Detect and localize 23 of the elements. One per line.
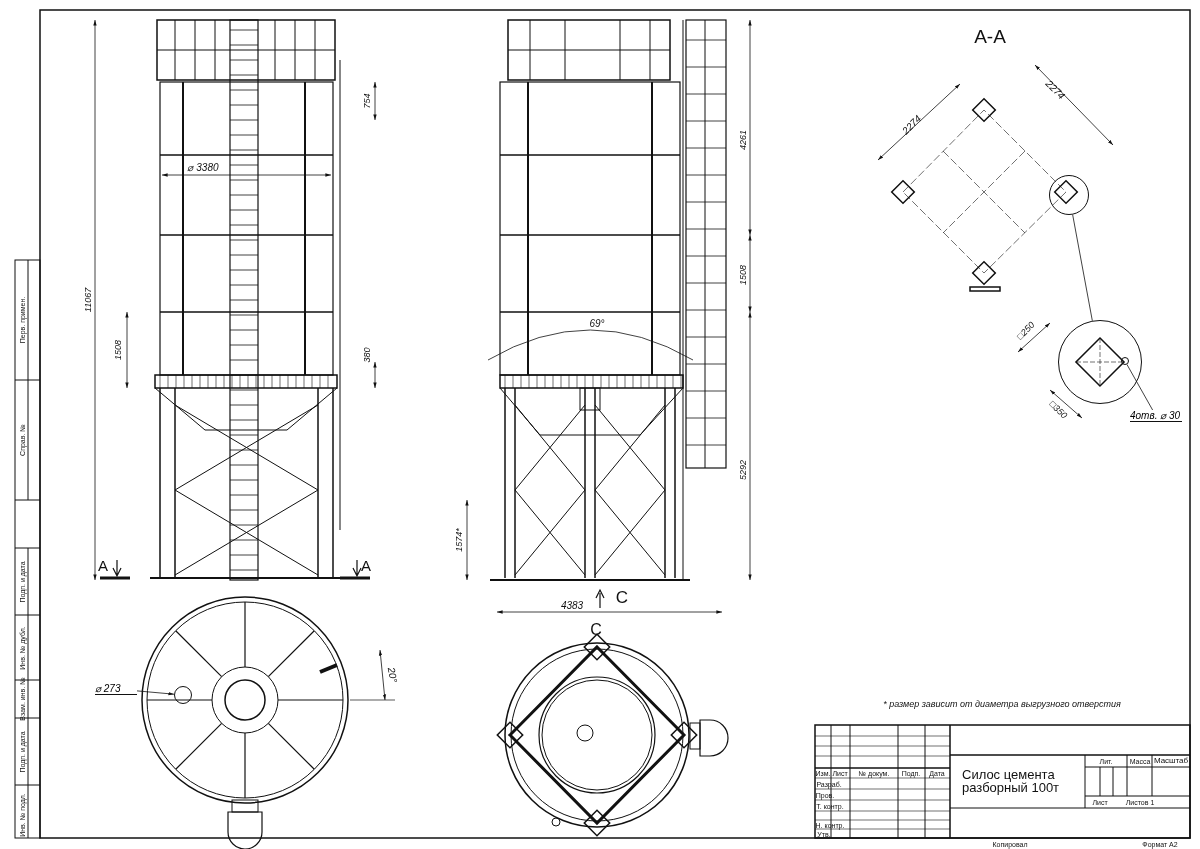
leader-text: ⌀ 273	[95, 683, 137, 695]
section-mark: A	[98, 557, 108, 573]
dimension-label: 1508	[738, 265, 748, 285]
dimension-label: 1574*	[454, 528, 464, 552]
dimension-label: 20°	[385, 666, 399, 684]
dimension-label: 69°	[589, 319, 605, 329]
dimension-label: 4383	[560, 601, 584, 611]
view-title: A-A	[974, 26, 1006, 46]
dimension-label: 380	[362, 347, 372, 363]
dimension-label: 754	[362, 93, 372, 109]
leader-text: 4отв. ⌀ 30	[1130, 410, 1182, 422]
dimension-label: ⌀ 3380	[187, 163, 219, 173]
connector-line	[1126, 364, 1153, 411]
dimension-label: 5292	[738, 460, 748, 480]
table-header: Масштаб	[1153, 757, 1189, 765]
dimension-label: 11067	[83, 287, 93, 313]
section-mark: A	[361, 557, 371, 573]
footnote-text: * размер зависит от диаметра выгрузного отверстия	[883, 699, 1121, 709]
dimension-label: 1508	[113, 340, 123, 360]
drawing-name: Силос цемента разборный 100т	[962, 768, 1061, 794]
connector-line	[1072, 214, 1093, 322]
view-mark: C	[615, 588, 629, 606]
dimension-label: 4261	[738, 130, 748, 150]
